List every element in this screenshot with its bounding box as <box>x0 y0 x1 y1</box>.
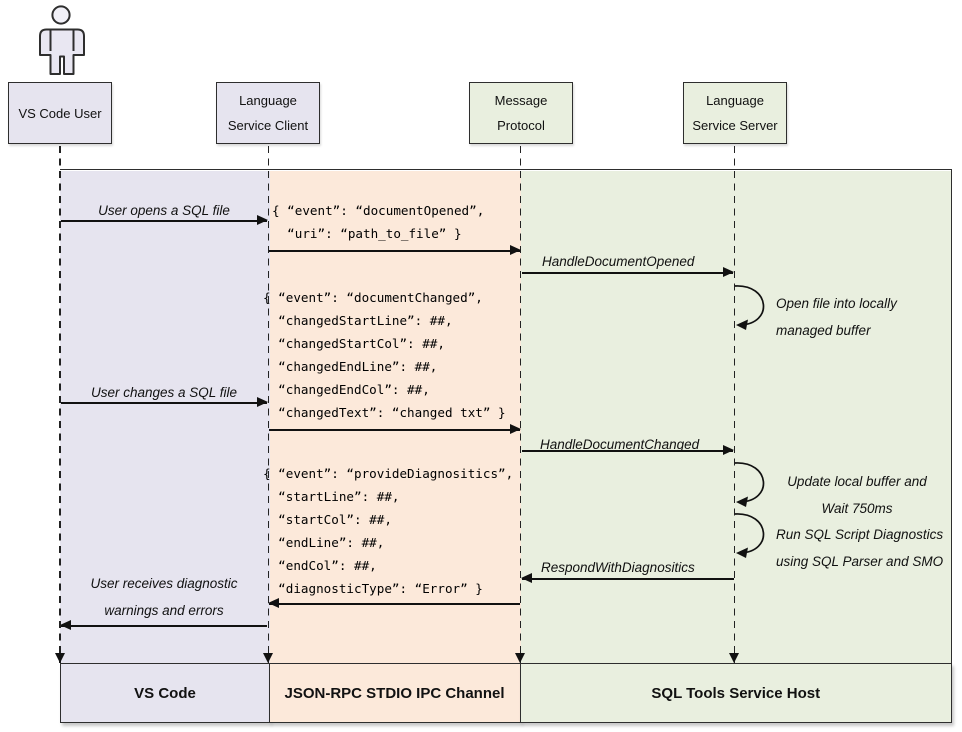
lane-vscode <box>60 170 270 663</box>
payload-document-opened: { “event”: “documentOpened”, “uri”: “pat… <box>272 203 485 241</box>
lifeline-message-protocol <box>519 146 522 663</box>
bottom-box-json-rpc: JSON-RPC STDIO IPC Channel <box>268 663 521 723</box>
note-run-diagnostics: Run SQL Script Diagnostics using SQL Par… <box>776 527 944 569</box>
lifeline-end-arrow <box>729 653 739 663</box>
arrow-user-opens <box>61 215 268 225</box>
bottom-box-sql-tools: SQL Tools Service Host <box>519 663 952 723</box>
label-user-receives-diagnostics: User receives diagnostic warnings and er… <box>90 576 238 618</box>
payload-provide-diagnostics: { “event”: “provideDiagnositics”, “start… <box>263 466 514 596</box>
user-actor-icon <box>39 5 85 75</box>
arrow-respond-with-diagnostics <box>521 573 734 583</box>
note-open-file: Open file into locally managed buffer <box>776 296 897 338</box>
lifeline-language-service-server <box>733 146 736 663</box>
arrow-handle-document-changed <box>522 445 734 455</box>
label-respond-with-diagnostics: RespondWithDiagnositics <box>541 560 695 575</box>
lane-sql-tools <box>521 170 952 663</box>
lifeline-end-arrow <box>263 653 273 663</box>
arrow-user-receives <box>60 620 267 630</box>
bottom-box-vscode: VS Code <box>60 663 270 723</box>
participant-box-message-protocol: Message Protocol <box>469 82 573 144</box>
participant-box-language-service-server: Language Service Server <box>683 82 787 144</box>
label-handle-document-opened: HandleDocumentOpened <box>542 254 695 269</box>
arrow-handle-document-opened <box>522 267 734 277</box>
label-user-opens-sql-file: User opens a SQL file <box>98 203 230 218</box>
label-user-changes-sql-file: User changes a SQL file <box>90 385 238 400</box>
arrow-diagnostics-to-client <box>268 598 520 608</box>
actor-head <box>51 5 71 25</box>
self-loop-run-diagnostics <box>734 513 765 558</box>
arrow-document-changed <box>269 424 521 434</box>
arrow-user-changes <box>61 397 268 407</box>
participant-box-language-service-client: Language Service Client <box>216 82 320 144</box>
lane-json-rpc <box>270 170 521 663</box>
note-update-buffer: Update local buffer and Wait 750ms <box>787 474 927 516</box>
lifeline-end-arrow <box>515 653 525 663</box>
lifeline-end-arrow <box>54 653 65 663</box>
self-loop-open-file <box>734 285 765 330</box>
lifeline-language-service-client <box>267 146 270 663</box>
self-loop-update-buffer <box>734 462 765 507</box>
participant-box-vscode-user: VS Code User <box>8 82 112 144</box>
label-handle-document-changed: HandleDocumentChanged <box>540 437 700 452</box>
lifeline-vscode-user <box>59 146 61 663</box>
actor-body <box>39 28 85 75</box>
arrow-document-opened <box>269 245 521 255</box>
payload-document-changed: { “event”: “documentChanged”, “changedSt… <box>263 290 506 420</box>
